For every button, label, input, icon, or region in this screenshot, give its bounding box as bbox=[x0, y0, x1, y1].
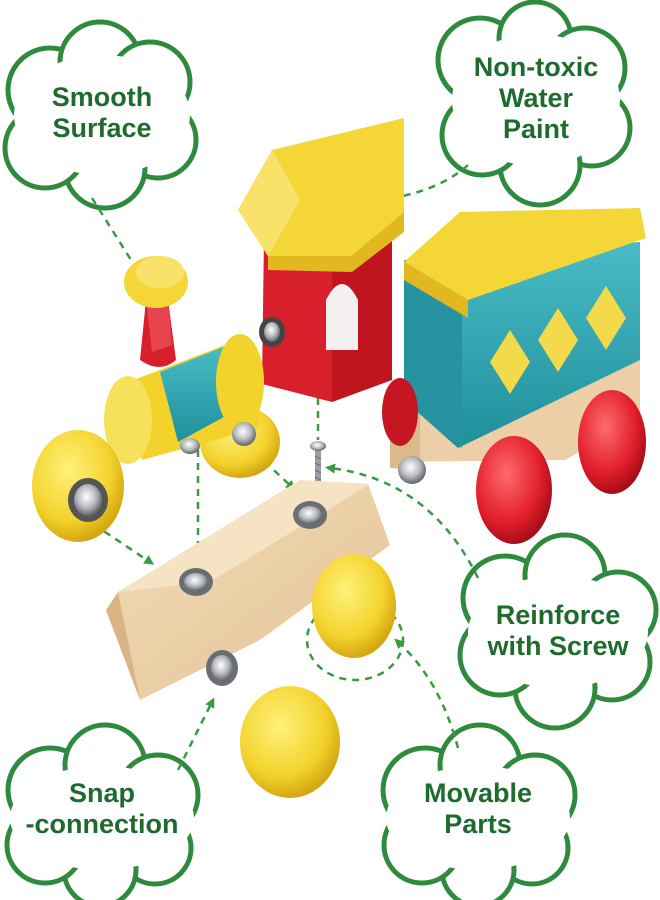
callout-reinforce: Reinforce with Screw bbox=[468, 600, 648, 662]
callout-non-toxic: Non-toxic Water Paint bbox=[446, 52, 626, 145]
red-wheel bbox=[476, 436, 552, 544]
callout-line: Snap bbox=[68, 778, 135, 808]
callout-line: -connection bbox=[25, 809, 179, 839]
callout-line: Smooth bbox=[51, 82, 153, 112]
wooden-base bbox=[106, 480, 390, 700]
house-wagon bbox=[238, 118, 404, 402]
callout-line: Paint bbox=[502, 114, 569, 144]
screw bbox=[310, 441, 326, 488]
carriage-wagon bbox=[382, 208, 646, 544]
wheel-hint-outline bbox=[305, 598, 405, 682]
callout-line: Water bbox=[498, 83, 573, 113]
callout-snap: Snap -connection bbox=[12, 778, 192, 840]
loose-wheel-front bbox=[312, 554, 396, 658]
callout-line: Surface bbox=[52, 113, 152, 143]
door-window bbox=[326, 284, 358, 350]
callout-line: Parts bbox=[444, 809, 512, 839]
callout-line: Non-toxic bbox=[473, 52, 599, 82]
loose-wheel-left bbox=[32, 430, 124, 542]
callout-movable: Movable Parts bbox=[388, 778, 568, 840]
red-wheel bbox=[578, 390, 646, 494]
callout-line: Movable bbox=[423, 778, 533, 808]
callout-line: Reinforce bbox=[495, 600, 621, 630]
callout-smooth-surface: Smooth Surface bbox=[12, 82, 192, 144]
callout-line: with Screw bbox=[487, 631, 629, 661]
locomotive-body bbox=[104, 256, 280, 478]
loose-wheel-bottom bbox=[240, 686, 340, 798]
